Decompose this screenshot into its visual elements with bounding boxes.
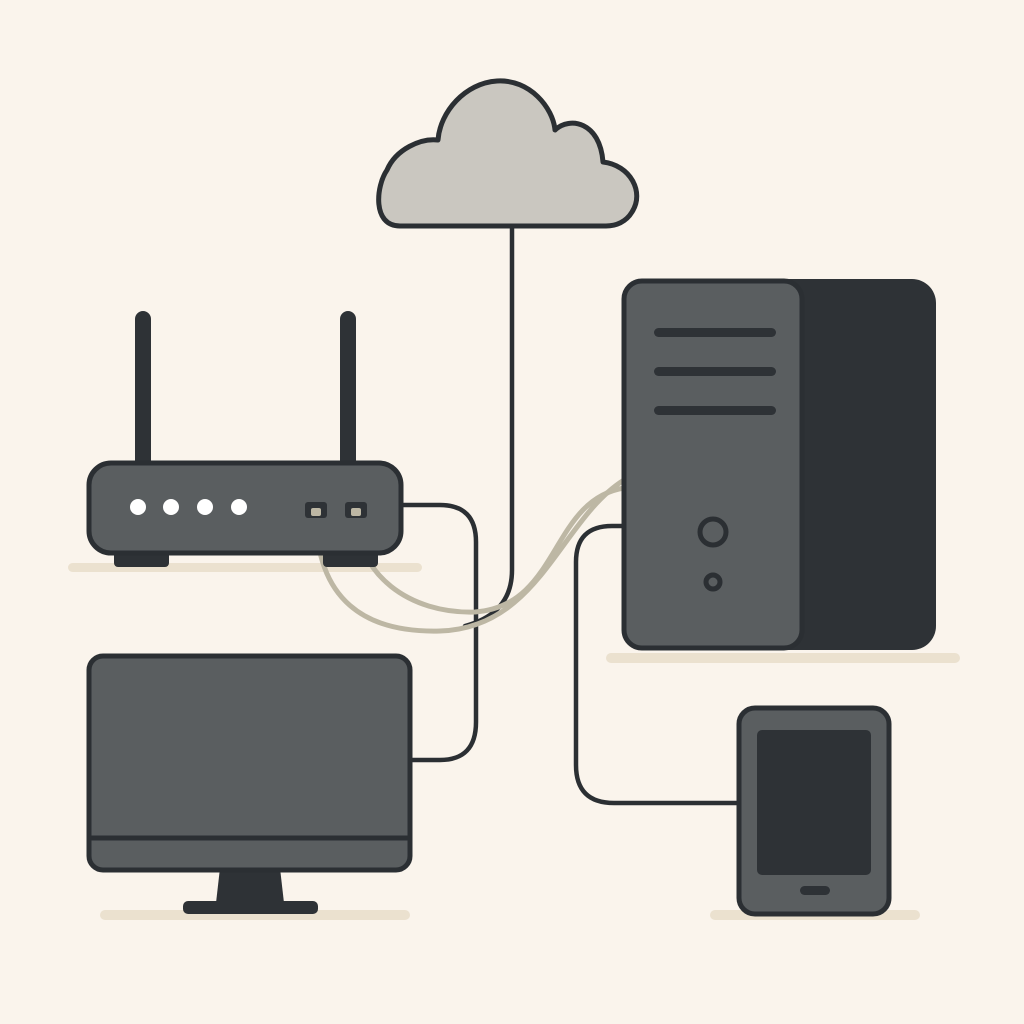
cable-router-to-monitor: [399, 502, 479, 763]
router-leds: [130, 499, 247, 515]
monitor-stand-base: [183, 901, 318, 914]
monitor-icon: [86, 653, 413, 914]
tablet-icon: [736, 705, 892, 917]
indicator-light: [703, 572, 723, 592]
cloud-icon: [376, 78, 640, 229]
led-icon: [130, 499, 146, 515]
monitor-bezel: [86, 653, 413, 873]
beige-cable-2: [353, 485, 627, 615]
router-port-plug: [311, 508, 321, 516]
desktop-tower-icon: [621, 278, 936, 651]
drive-slot: [654, 367, 776, 376]
router-port-plug: [351, 508, 361, 516]
router-antenna-left: [135, 311, 151, 469]
monitor-stand: [216, 868, 284, 903]
power-button-icon: [697, 516, 729, 548]
router-antenna-right: [340, 311, 356, 469]
cables: [313, 225, 743, 806]
router-icon: [86, 311, 404, 567]
beige-cable-1: [313, 477, 627, 634]
led-icon: [163, 499, 179, 515]
tablet-home-button: [800, 886, 830, 895]
monitor-shadow: [100, 910, 410, 920]
tower-shadow: [606, 653, 960, 663]
cable-tower-to-tablet: [573, 523, 743, 806]
drive-slot: [654, 406, 776, 415]
led-icon: [197, 499, 213, 515]
drive-slot: [654, 328, 776, 337]
tablet-screen: [757, 730, 871, 875]
led-icon: [231, 499, 247, 515]
